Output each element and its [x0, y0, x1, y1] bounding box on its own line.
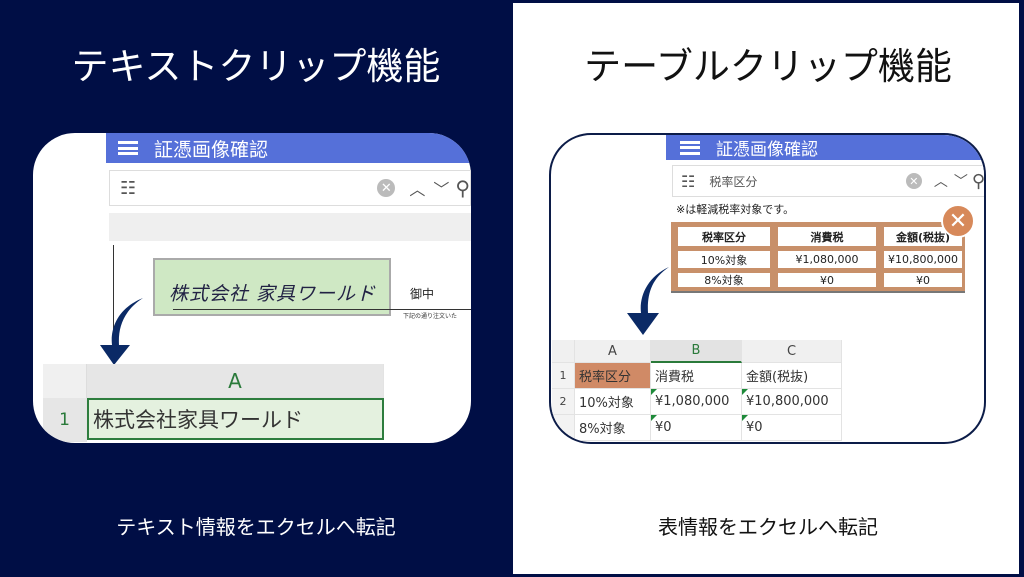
cell-value: 消費税 [655, 370, 695, 385]
sheet-cell[interactable]: 10%対象 [575, 389, 651, 415]
sheet-cell[interactable]: ¥1,080,000 [651, 389, 742, 415]
select-all-corner[interactable] [552, 340, 575, 363]
sheet-cell[interactable]: 消費税 [651, 363, 742, 389]
sheet-cell[interactable]: ¥10,800,000 [742, 389, 842, 415]
cell-value: 金額(税抜) [746, 370, 809, 385]
sheet-cell[interactable]: 金額(税抜) [742, 363, 842, 389]
app-bar: 証憑画像確認 [106, 133, 471, 163]
doc-note: ※は軽減税率対象です。 [676, 203, 795, 216]
app-title: 証憑画像確認 [154, 138, 269, 161]
table-header: 金額(税抜) [884, 227, 962, 246]
menu-icon[interactable] [118, 141, 138, 155]
doc-suffix: 御中 [410, 287, 435, 301]
chevron-down-icon[interactable]: ﹀ [433, 180, 450, 199]
chevron-up-icon[interactable]: ︿ [933, 174, 948, 190]
table-cell: ¥1,080,000 [778, 251, 876, 268]
left-title: テキストクリップ機能 [71, 45, 441, 88]
row-header[interactable]: 2 [552, 389, 575, 415]
filter-icon[interactable]: ☷ [681, 171, 696, 191]
column-header-a[interactable]: A [87, 364, 384, 398]
cell-value: 10%対象 [579, 396, 634, 411]
clear-icon[interactable]: ✕ [377, 179, 396, 197]
app-bar: 証憑画像確認 [666, 135, 984, 160]
filter-icon[interactable]: ☷ [120, 177, 137, 199]
left-caption: テキスト情報をエクセルへ転記 [116, 515, 396, 539]
select-all-corner[interactable] [43, 364, 87, 398]
table-cell: 10%対象 [678, 251, 770, 268]
chevron-up-icon[interactable]: ︿ [409, 180, 426, 199]
table-cell: ¥0 [778, 273, 876, 287]
doc-edge [113, 245, 114, 345]
cell-value: 税率区分 [579, 370, 632, 385]
chevron-down-icon[interactable]: ﹀ [953, 174, 968, 190]
menu-icon[interactable] [680, 140, 700, 155]
arrow-down-icon [100, 298, 143, 365]
close-icon[interactable]: ✕ [941, 204, 975, 238]
table-cell: ¥10,800,000 [884, 251, 962, 268]
handwritten-name-highlight[interactable]: 株式会社 家具ワールド [153, 258, 391, 316]
search-input[interactable]: 税率区分 [709, 174, 758, 189]
column-header[interactable]: B [651, 340, 742, 363]
search-bar[interactable]: ☷ 税率区分 ✕ ︿ ﹀ ⚲ [672, 165, 985, 197]
error-indicator-icon [651, 415, 657, 421]
sheet-cell[interactable]: ¥0 [742, 415, 842, 441]
table-cell: ¥0 [884, 273, 962, 287]
cell-value: 8%対象 [579, 422, 626, 437]
toolbar-band [109, 213, 471, 241]
cell-value: ¥0 [746, 420, 763, 435]
error-indicator-icon [651, 389, 657, 395]
cell-value: ¥0 [655, 420, 672, 435]
error-indicator-icon [742, 415, 748, 421]
row-header[interactable]: 1 [552, 363, 575, 389]
text-clip-card: 証憑画像確認 ☷ ✕ ︿ ﹀ ⚲ 株式会社 家具ワールド 御中 下記の通り注文い… [33, 133, 471, 443]
doc-subtext: 下記の通り注文いた [403, 313, 458, 320]
sheet-cell[interactable]: 8%対象 [575, 415, 651, 441]
app-title: 証憑画像確認 [716, 140, 818, 160]
doc-underline [173, 309, 471, 310]
cell-value: ¥10,800,000 [746, 394, 829, 409]
cell-value: ¥1,080,000 [655, 394, 730, 409]
sheet-cell[interactable]: ¥0 [651, 415, 742, 441]
table-clip-card: 証憑画像確認 ☷ 税率区分 ✕ ︿ ﹀ ⚲ ※は軽減税率対象です。 税率区分 消… [549, 133, 986, 444]
cell-a1[interactable]: 株式会社家具ワールド [87, 398, 384, 440]
right-caption: 表情報をエクセルへ転記 [658, 515, 878, 539]
table-header: 税率区分 [678, 227, 770, 246]
table-cell: 8%対象 [678, 273, 770, 287]
clear-icon[interactable]: ✕ [905, 173, 922, 189]
right-title: テーブルクリップ機能 [584, 45, 952, 88]
error-indicator-icon [742, 389, 748, 395]
search-icon[interactable]: ⚲ [455, 176, 470, 200]
search-icon[interactable]: ⚲ [971, 170, 985, 192]
row-header-1[interactable]: 1 [43, 398, 87, 442]
sheet-cell[interactable]: 税率区分 [575, 363, 651, 389]
search-bar[interactable]: ☷ ✕ ︿ ﹀ ⚲ [109, 170, 471, 206]
table-header: 消費税 [778, 227, 876, 246]
row-header[interactable] [552, 415, 575, 441]
arrow-down-icon [627, 267, 669, 335]
column-header[interactable]: A [575, 340, 651, 363]
column-header[interactable]: C [742, 340, 842, 363]
